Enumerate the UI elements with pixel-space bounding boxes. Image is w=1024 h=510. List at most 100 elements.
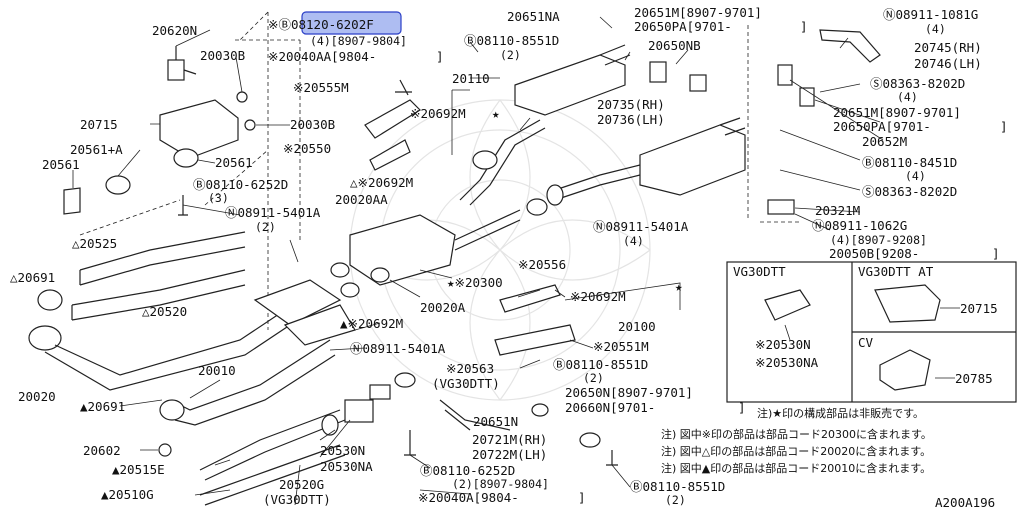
nut-20602 <box>158 443 172 457</box>
label-20040a: ※20040A[9804- <box>418 490 519 505</box>
inset-cv-title: CV <box>858 335 874 350</box>
label-08911-5401a-left: Ⓝ08911-5401A <box>225 205 321 220</box>
label-20030b: 20030B <box>200 48 245 63</box>
bracket-20721m <box>439 399 511 431</box>
nut-20030b <box>236 91 248 103</box>
pipe-20520 <box>71 269 246 321</box>
label-20746lh: 20746(LH) <box>914 56 982 71</box>
heat-shield-20715 <box>159 99 239 159</box>
shield-20551m <box>494 324 576 356</box>
label-08363-8202d-a: Ⓢ08363-8202D <box>870 76 965 91</box>
label-08110-6252d-bottom: Ⓑ08110-6252D <box>420 463 515 478</box>
nut-20030b-2 <box>244 119 256 131</box>
label-20510g: ▲20510G <box>101 487 154 502</box>
sensor-20620n <box>167 46 197 81</box>
inset-vg30dtt-label-1: ※20530N <box>755 337 811 352</box>
label-20040a-end: ] <box>578 490 586 505</box>
label-20620n: 20620N <box>152 23 197 38</box>
label-20736lh: 20736(LH) <box>597 112 665 127</box>
label-08120-6202f-qty: (4)[8907-9804] <box>310 34 407 48</box>
inset-labels: VG30DTT ※20530N ※20530NA VG30DTT AT 2071… <box>733 264 998 386</box>
label-20040aa: ※20040AA[9804- <box>268 49 376 64</box>
label-20010: 20010 <box>198 363 236 378</box>
label-20040aa-end: ] <box>436 49 444 64</box>
inset-cv-label: 20785 <box>955 371 993 386</box>
catalyst-converter <box>253 279 356 346</box>
label-20530n: 20530N <box>320 443 365 458</box>
label-20550: ※20550 <box>283 141 331 156</box>
highlighted-part-number <box>301 11 402 35</box>
star-marker-2: ★ <box>675 279 683 294</box>
label-20520g: 20520G <box>279 477 324 492</box>
insulator-20510g <box>199 444 346 506</box>
label-20551m: ※20551M <box>593 339 649 354</box>
inset-vg30dttat-label: 20715 <box>960 301 998 316</box>
label-20561-right: 20561 <box>215 155 253 170</box>
clamp-20530n <box>344 399 374 423</box>
label-20520: △20520 <box>142 304 187 319</box>
label-20050b-end: ] <box>992 246 1000 261</box>
label-20525: △20525 <box>72 236 117 251</box>
label-08110-8551d-bottom-qty: (2) <box>665 493 686 507</box>
label-08911-5401a-right: Ⓝ08911-5401A <box>593 219 689 234</box>
label-20555m: ※20555M <box>293 80 349 95</box>
label-08911-5401a-left-qty: (2) <box>255 220 276 234</box>
label-20721m: 20721M(RH) <box>472 432 547 447</box>
label-20300: ★※20300 <box>447 275 503 290</box>
label-20652m: 20652M <box>862 134 907 149</box>
label-20556: ※20556 <box>518 257 566 272</box>
label-20530na: 20530NA <box>320 459 373 474</box>
part-number-labels: 20620N 20030B 20715 20030B 20561+A 20561… <box>10 5 1008 507</box>
label-08110-8551d-bottom: Ⓑ08110-8551D <box>630 479 725 494</box>
label-20692m-right: ※20692M <box>570 289 626 304</box>
tail-finisher-20321m <box>767 199 795 215</box>
clamp-20561 <box>63 148 199 215</box>
label-20561-left: 20561 <box>42 157 80 172</box>
label-20602: 20602 <box>83 443 121 458</box>
label-20650nb: 20650NB <box>648 38 701 53</box>
label-20650pa-mid-end: ] <box>1000 119 1008 134</box>
label-20030b-2: 20030B <box>290 117 335 132</box>
label-08363-8202d-a-qty: (4) <box>897 90 918 104</box>
label-20650pa-top: 20650PA[9701- <box>634 19 732 34</box>
label-20692m-mid: ※20692M <box>410 106 466 121</box>
converter-20300 <box>330 209 521 298</box>
label-20745rh: 20745(RH) <box>914 40 982 55</box>
label-20651m-mid: 20651M[8907-9701] <box>833 105 961 120</box>
label-08110-6252d-top: Ⓑ08110-6252D <box>193 177 288 192</box>
label-20050b: 20050B[9208- <box>829 246 919 261</box>
main-muffler <box>546 117 746 206</box>
shield-20556 <box>499 284 561 313</box>
flange-20692m <box>472 150 498 170</box>
label-20692m-top: △※20692M <box>350 175 413 190</box>
inset-vg30dtt-label-2: ※20530NA <box>755 355 819 370</box>
label-08110-8551d-top: Ⓑ08110-8551D <box>464 33 559 48</box>
gasket-20691 <box>37 289 63 311</box>
star-marker: ★ <box>492 106 500 121</box>
label-20563-note: (VG30DTT) <box>432 376 500 391</box>
hanger-20651m <box>777 64 793 86</box>
label-20020aa: 20020AA <box>335 192 388 207</box>
note-3: 注) 図中△印の部品は部品コード20020に含まれます。 <box>661 444 931 458</box>
label-20020a: 20020A <box>420 300 466 315</box>
label-20660n-end: ] <box>738 400 746 415</box>
label-20691-bottom: ▲20691 <box>80 399 125 414</box>
label-20321m: 20321M <box>815 203 860 218</box>
shield-20555m <box>364 99 421 139</box>
label-20100: 20100 <box>618 319 656 334</box>
label-08110-8451d-qty: (4) <box>905 169 926 183</box>
watermark-emblem <box>349 99 651 401</box>
label-08110-6252d-bottom-qty: (2)[8907-9804] <box>452 477 549 491</box>
clamp-20563 <box>394 372 416 388</box>
label-08110-8451d: Ⓑ08110-8451D <box>862 155 957 170</box>
label-20650pa-top-end: ] <box>800 19 808 34</box>
insulator-20515e <box>199 409 346 481</box>
label-20520g-note: (VG30DTT) <box>263 492 331 507</box>
label-08363-8202d-b: Ⓢ08363-8202D <box>862 184 957 199</box>
note-2: 注) 図中※印の部品は部品コード20300に含まれます。 <box>661 427 932 441</box>
label-20691: △20691 <box>10 270 55 285</box>
label-08911-1081g: Ⓝ08911-1081G <box>883 7 978 22</box>
label-20735rh: 20735(RH) <box>597 97 665 112</box>
label-08911-1062g-qty: (4)[8907-9208] <box>830 233 927 247</box>
